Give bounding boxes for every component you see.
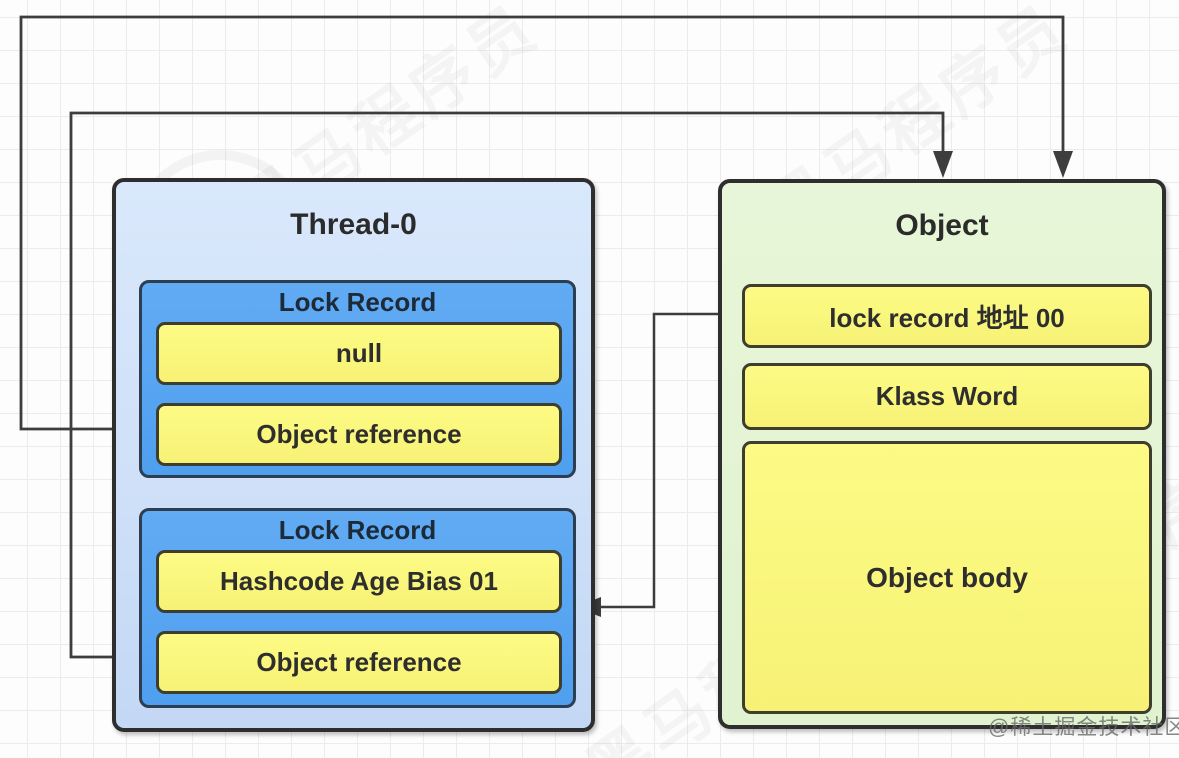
arrowhead-objref2-down-icon xyxy=(933,151,953,178)
thread-box-title: Thread-0 xyxy=(290,208,417,241)
arrowhead-objref1-down-icon xyxy=(1053,151,1073,178)
credit-watermark: @稀土掘金技术社区 xyxy=(988,716,1179,739)
lock-record-1-title: Lock Record xyxy=(278,287,437,317)
lock-record-2-title: Lock Record xyxy=(278,515,437,545)
lock-record-1-mark-slot: null xyxy=(156,322,562,385)
thread-box: Thread-0 Lock Record null Object referen… xyxy=(112,178,595,732)
lock-record-1: Lock Record null Object reference xyxy=(139,280,576,478)
lock-record-2: Lock Record Hashcode Age Bias 01 Object … xyxy=(139,508,576,708)
lock-record-2-mark-slot: Hashcode Age Bias 01 xyxy=(156,550,562,613)
object-body: Object body xyxy=(742,441,1152,714)
lock-record-1-object-reference: Object reference xyxy=(156,403,562,466)
object-box-title: Object xyxy=(895,209,989,242)
object-mark-word: lock record 地址 00 xyxy=(742,284,1152,348)
lock-record-2-object-reference: Object reference xyxy=(156,631,562,694)
object-box: Object lock record 地址 00 Klass Word Obje… xyxy=(718,179,1166,729)
object-klass-word: Klass Word xyxy=(742,363,1152,430)
